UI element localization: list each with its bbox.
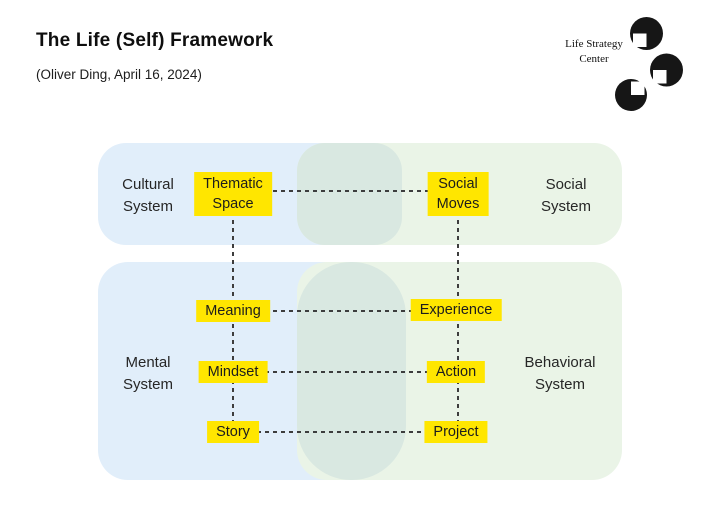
chain-mental-vertical [232, 212, 234, 433]
node-action: Action [426, 361, 486, 383]
node-project: Project [424, 421, 488, 443]
page-title: The Life (Self) Framework [36, 30, 274, 51]
node-story: Story [207, 421, 259, 443]
link-thematic-social [233, 190, 458, 192]
logo-mark-icon [615, 17, 683, 111]
node-thematic-space: Thematic Space [194, 172, 272, 216]
label-mental-system: Mental System [122, 354, 173, 393]
chain-behavioral-vertical [457, 212, 459, 433]
page-subtitle: (Oliver Ding, April 16, 2024) [36, 67, 202, 82]
label-cultural-system: Cultural System [122, 176, 174, 215]
node-meaning: Meaning [196, 300, 270, 322]
logo-text: Life Strategy Center [565, 38, 623, 65]
cultural-social-overlap [297, 143, 402, 245]
link-meaning-experience [233, 310, 456, 312]
link-story-project [233, 431, 456, 433]
link-mindset-action [233, 371, 456, 373]
label-behavioral-system: Behavioral System [524, 354, 596, 393]
node-experience: Experience [410, 299, 502, 321]
label-social-system: Social System [540, 176, 591, 215]
node-social-moves: Social Moves [427, 172, 489, 216]
node-mindset: Mindset [198, 361, 268, 383]
